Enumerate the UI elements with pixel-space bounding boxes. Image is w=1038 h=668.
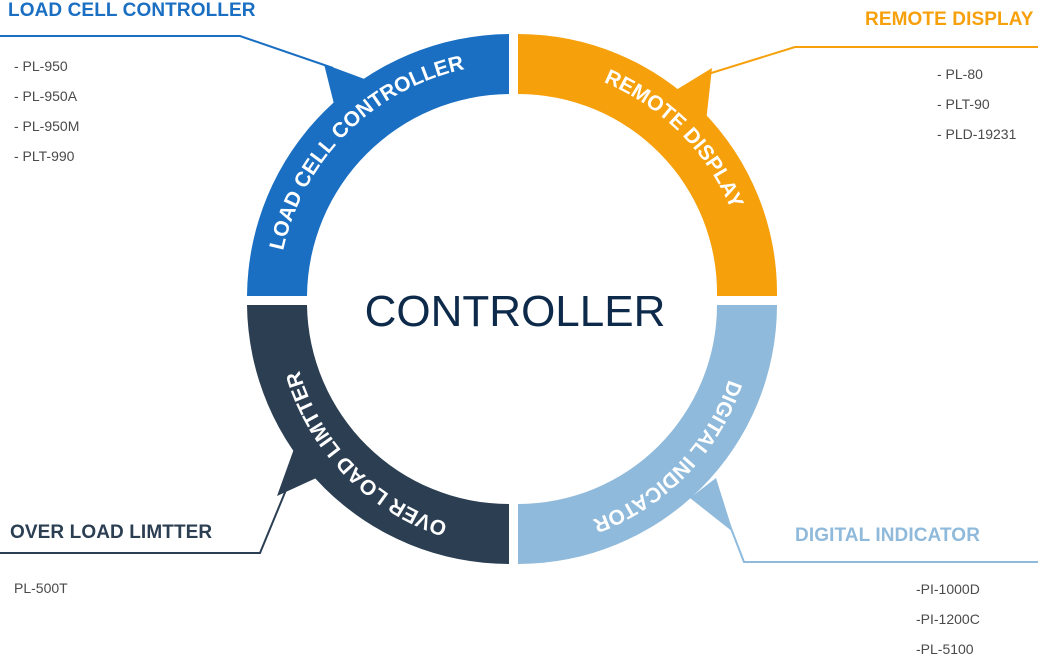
pointer-remote-display xyxy=(676,68,712,122)
list-remote-display: - PL-80 - PLT-90 - PLD-19231 xyxy=(937,63,1016,153)
list-item: - PLT-90 xyxy=(937,96,990,112)
list-item: - PL-950A xyxy=(14,88,78,104)
connector-digital-indicator xyxy=(719,499,1038,563)
list-item: -PI-1200C xyxy=(916,611,980,627)
pointer-digital-indicator xyxy=(690,478,733,532)
list-over-load-limiter: PL-500T xyxy=(14,577,68,607)
connector-remote-display xyxy=(707,46,1038,75)
heading-remote-display: REMOTE DISPLAY xyxy=(865,9,1034,30)
heading-over-load-limiter: OVER LOAD LIMTTER xyxy=(10,522,213,543)
ring-segment-over-load-limiter xyxy=(247,305,509,564)
list-item: - PL-950 xyxy=(14,58,68,74)
list-item: - PLT-990 xyxy=(14,148,75,164)
list-item: -PI-1000D xyxy=(916,581,980,597)
list-item: -PL-5100 xyxy=(916,641,974,657)
ring-segment-digital-indicator xyxy=(518,305,777,564)
heading-load-cell-controller: LOAD CELL CONTROLLER xyxy=(8,0,256,21)
list-digital-indicator: -PI-1000D -PI-1200C -PL-5100 xyxy=(916,578,980,668)
list-item: PL-500T xyxy=(14,580,68,596)
connector-over-load-limiter xyxy=(0,455,301,554)
center-label: CONTROLLER xyxy=(365,287,666,336)
list-item: - PLD-19231 xyxy=(937,126,1017,142)
heading-digital-indicator: DIGITAL INDICATOR xyxy=(795,525,981,546)
ring-segment-remote-display xyxy=(518,34,778,296)
list-item: - PL-950M xyxy=(14,118,80,134)
list-load-cell-controller: - PL-950 - PL-950A - PL-950M - PLT-990 xyxy=(14,55,79,175)
connector-load-cell xyxy=(0,35,334,69)
pointer-load-cell xyxy=(324,64,378,112)
ring-segment-load-cell xyxy=(247,34,509,296)
list-item: - PL-80 xyxy=(937,66,983,82)
